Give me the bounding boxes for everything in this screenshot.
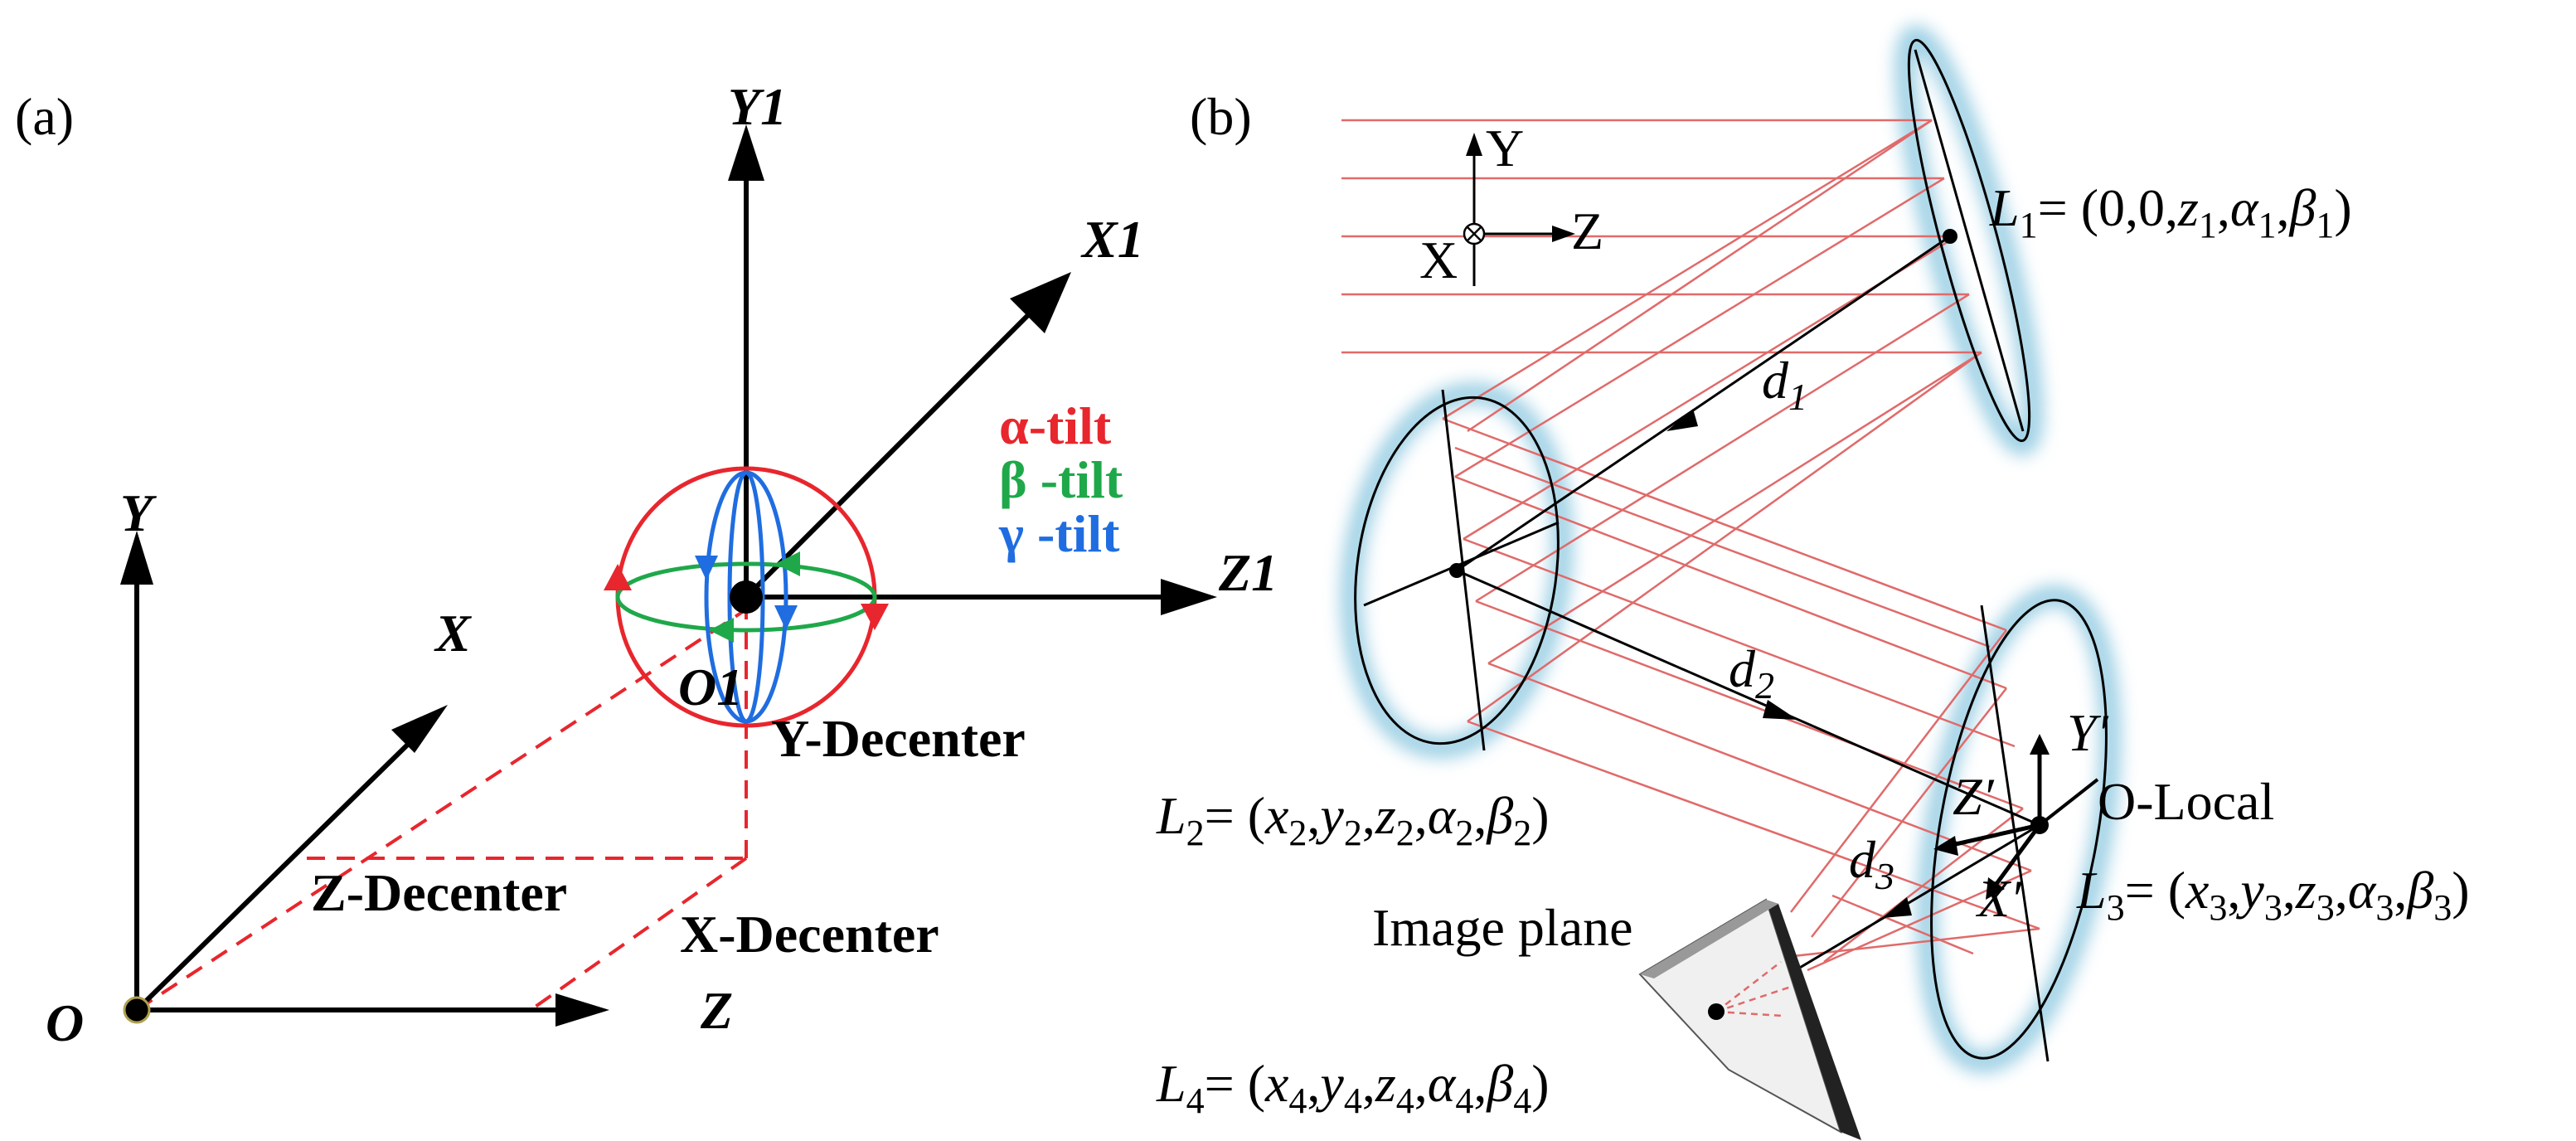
global-z-label: Z bbox=[700, 981, 733, 1040]
image-plane-top bbox=[1640, 900, 1778, 978]
local-y-prime-label: Y′ bbox=[2067, 703, 2109, 762]
local-frame-origin-dot bbox=[2030, 816, 2049, 834]
z-decenter-label: Z-Decenter bbox=[311, 863, 567, 922]
gamma-arrow-right bbox=[774, 605, 798, 630]
local-frame: Y′ Z′ X′ O-Local bbox=[1933, 703, 2274, 928]
l2-vertex-dot bbox=[1449, 563, 1464, 578]
rays-l2-l3 bbox=[1442, 417, 2040, 930]
d1-label: d1 bbox=[1762, 351, 1807, 418]
d3-label: d3 bbox=[1849, 830, 1894, 897]
beta-arrow-top bbox=[775, 551, 800, 576]
d2-label: d2 bbox=[1729, 639, 1774, 706]
frame-y-arrowhead bbox=[1466, 133, 1482, 156]
gamma-tilt-label: γ -tilt bbox=[998, 504, 1120, 563]
image-plane bbox=[1638, 898, 1861, 1140]
d2-line bbox=[1456, 569, 2040, 827]
d3-arrowhead bbox=[1882, 897, 1912, 918]
image-point-dot bbox=[1708, 1003, 1725, 1020]
global-axes bbox=[120, 531, 609, 1027]
local-axes bbox=[728, 124, 1217, 615]
d2-arrowhead bbox=[1763, 700, 1797, 720]
d1-arrowhead bbox=[1666, 409, 1698, 431]
panel-a-label: (a) bbox=[15, 87, 74, 146]
global-x-label: X bbox=[434, 604, 472, 663]
lens-l1 bbox=[1907, 38, 2031, 443]
lens-l3 bbox=[1930, 599, 2108, 1062]
l1-vertex-dot bbox=[1943, 229, 1957, 244]
beta-arrow-bottom bbox=[709, 618, 734, 643]
local-y-arrowhead bbox=[728, 124, 764, 181]
gamma-arrow-left bbox=[695, 556, 718, 580]
beta-tilt-label: β -tilt bbox=[999, 450, 1123, 509]
global-origin-label: O bbox=[46, 993, 84, 1052]
local-x-arrowhead bbox=[1010, 272, 1071, 333]
x-decenter-label: X-Decenter bbox=[680, 905, 939, 964]
global-y-label: Y bbox=[120, 483, 157, 542]
local-y-label: Y1 bbox=[728, 77, 787, 136]
decenter-dashes bbox=[135, 608, 748, 1012]
l3-equation: L3= (x3,y3,z3,α3,β3) bbox=[2076, 861, 2470, 928]
panel-a: (a) Y X Z O bbox=[15, 77, 1278, 1052]
image-plane-edge bbox=[1766, 900, 1861, 1140]
alpha-arrow-right bbox=[861, 604, 889, 630]
local-z-arrowhead bbox=[1161, 579, 1217, 615]
global-origin-dot bbox=[123, 996, 151, 1024]
local-x-label: X1 bbox=[1080, 210, 1144, 269]
local-z-prime-label: Z′ bbox=[1953, 767, 1995, 826]
local-x-prime-label: X′ bbox=[1975, 869, 2022, 928]
coord-frame: Y Z X bbox=[1419, 119, 1603, 289]
frame-z-label: Z bbox=[1571, 201, 1603, 260]
l2-equation: L2= (x2,y2,z2,α2,β2) bbox=[1156, 786, 1550, 853]
local-origin-label: O1 bbox=[678, 658, 743, 716]
alpha-arrow-left bbox=[604, 564, 632, 590]
l3-glow bbox=[1916, 585, 2122, 1074]
image-plane-label: Image plane bbox=[1372, 898, 1633, 957]
local-origin-dot bbox=[730, 580, 763, 614]
l4-equation: L4= (x4,y4,z4,α4,β4) bbox=[1156, 1054, 1550, 1121]
local-z-label: Z1 bbox=[1218, 543, 1278, 602]
beta-tilt-ring bbox=[615, 561, 877, 633]
y-decenter-label: Y-Decenter bbox=[771, 709, 1026, 768]
global-z-arrowhead bbox=[555, 993, 609, 1027]
x-decenter-dash bbox=[529, 857, 748, 1012]
lenses bbox=[1354, 38, 2108, 1062]
global-y-arrowhead bbox=[120, 531, 153, 585]
d1-line bbox=[1456, 235, 1951, 572]
frame-x-label: X bbox=[1419, 231, 1458, 289]
local-x-axis bbox=[744, 304, 1039, 600]
global-x-axis bbox=[134, 727, 425, 1012]
global-x-arrowhead bbox=[391, 705, 448, 753]
rays-l1-l2 bbox=[1442, 119, 1982, 723]
o-local-label: O-Local bbox=[2098, 772, 2274, 831]
panel-b: (b) bbox=[1156, 25, 2470, 1140]
frame-z-arrowhead bbox=[1552, 226, 1575, 242]
alpha-tilt-label: α-tilt bbox=[999, 396, 1112, 455]
l1-equation: L1= (0,0,z1,α1,β1) bbox=[1989, 178, 2352, 245]
panel-b-label: (b) bbox=[1190, 87, 1252, 146]
diagonal-dash bbox=[135, 608, 748, 1012]
frame-y-label: Y bbox=[1486, 119, 1524, 177]
